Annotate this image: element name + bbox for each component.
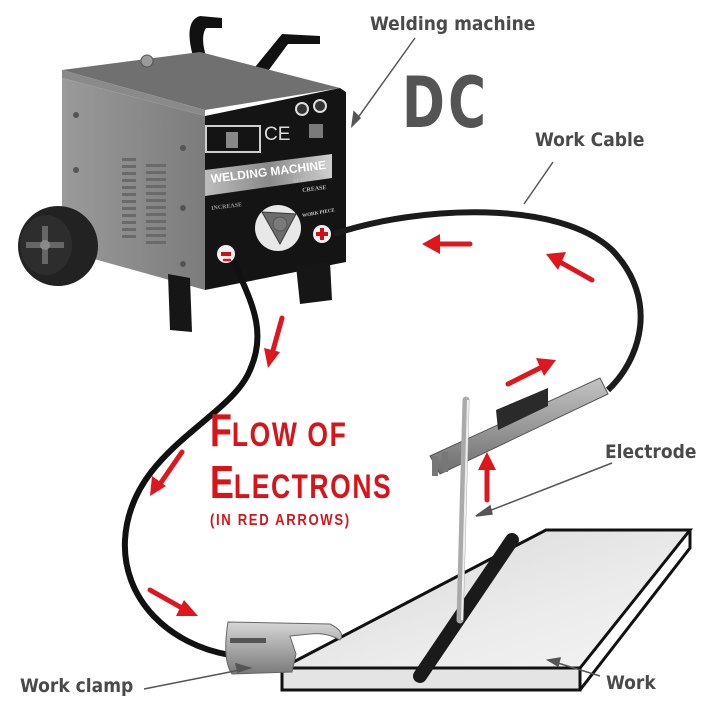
welding-machine bbox=[18, 16, 346, 332]
machine-top bbox=[62, 52, 340, 110]
machine-leg-front bbox=[168, 274, 192, 332]
flow-line1-rest: LOW OF bbox=[231, 416, 348, 454]
label-dc: DC bbox=[402, 62, 490, 144]
plus-symbol-v bbox=[320, 228, 324, 240]
weld-bead bbox=[413, 533, 519, 683]
vent-grille bbox=[122, 158, 166, 244]
flow-subtitle: (IN RED ARROWS) bbox=[210, 512, 351, 529]
ce-mark: CE bbox=[264, 124, 291, 145]
label-electrode: Electrode bbox=[605, 441, 697, 463]
electrode-cable bbox=[333, 209, 644, 393]
leader-welding-machine bbox=[351, 37, 416, 127]
leader-work-cable bbox=[523, 161, 554, 205]
flow-line1-cap: F bbox=[210, 404, 232, 456]
red-arrow bbox=[478, 452, 496, 503]
nameplate-banner bbox=[205, 154, 332, 196]
machine-front-panel bbox=[205, 88, 346, 290]
flow-title-line1: FLOW OF bbox=[210, 403, 347, 457]
top-knob bbox=[140, 54, 154, 68]
machine-wheel bbox=[18, 206, 98, 286]
workpiece-plate bbox=[280, 528, 694, 692]
machine-side bbox=[62, 78, 205, 290]
work-clamp-shape bbox=[225, 621, 343, 675]
flow-arrows bbox=[147, 234, 595, 616]
red-arrow bbox=[422, 234, 473, 254]
indicator-light-1 bbox=[295, 102, 309, 116]
label-work-clamp: Work clamp bbox=[20, 675, 134, 697]
red-arrow bbox=[264, 315, 285, 368]
label-welding-machine: Welding machine bbox=[370, 13, 536, 35]
power-switch bbox=[309, 124, 323, 138]
red-arrow bbox=[546, 252, 595, 283]
red-arrow bbox=[505, 358, 556, 387]
work-cable-line bbox=[121, 260, 261, 658]
flow-line2-cap: E bbox=[210, 456, 234, 508]
label-work-cable: Work Cable bbox=[535, 129, 645, 151]
leader-work-clamp bbox=[143, 667, 251, 690]
minus-symbol bbox=[221, 252, 231, 256]
red-arrow bbox=[150, 449, 185, 496]
red-arrow bbox=[147, 587, 198, 616]
leader-lines bbox=[143, 37, 613, 690]
indicator-light-2 bbox=[313, 99, 327, 113]
label-work: Work bbox=[606, 672, 656, 694]
electrode-rod bbox=[456, 396, 470, 624]
electrode-holder bbox=[429, 377, 609, 476]
leader-electrode bbox=[475, 462, 613, 517]
flow-title-line2: ELECTRONS bbox=[210, 455, 392, 509]
machine-leg-right bbox=[296, 262, 332, 304]
flow-line2-rest: LECTRONS bbox=[233, 468, 393, 506]
